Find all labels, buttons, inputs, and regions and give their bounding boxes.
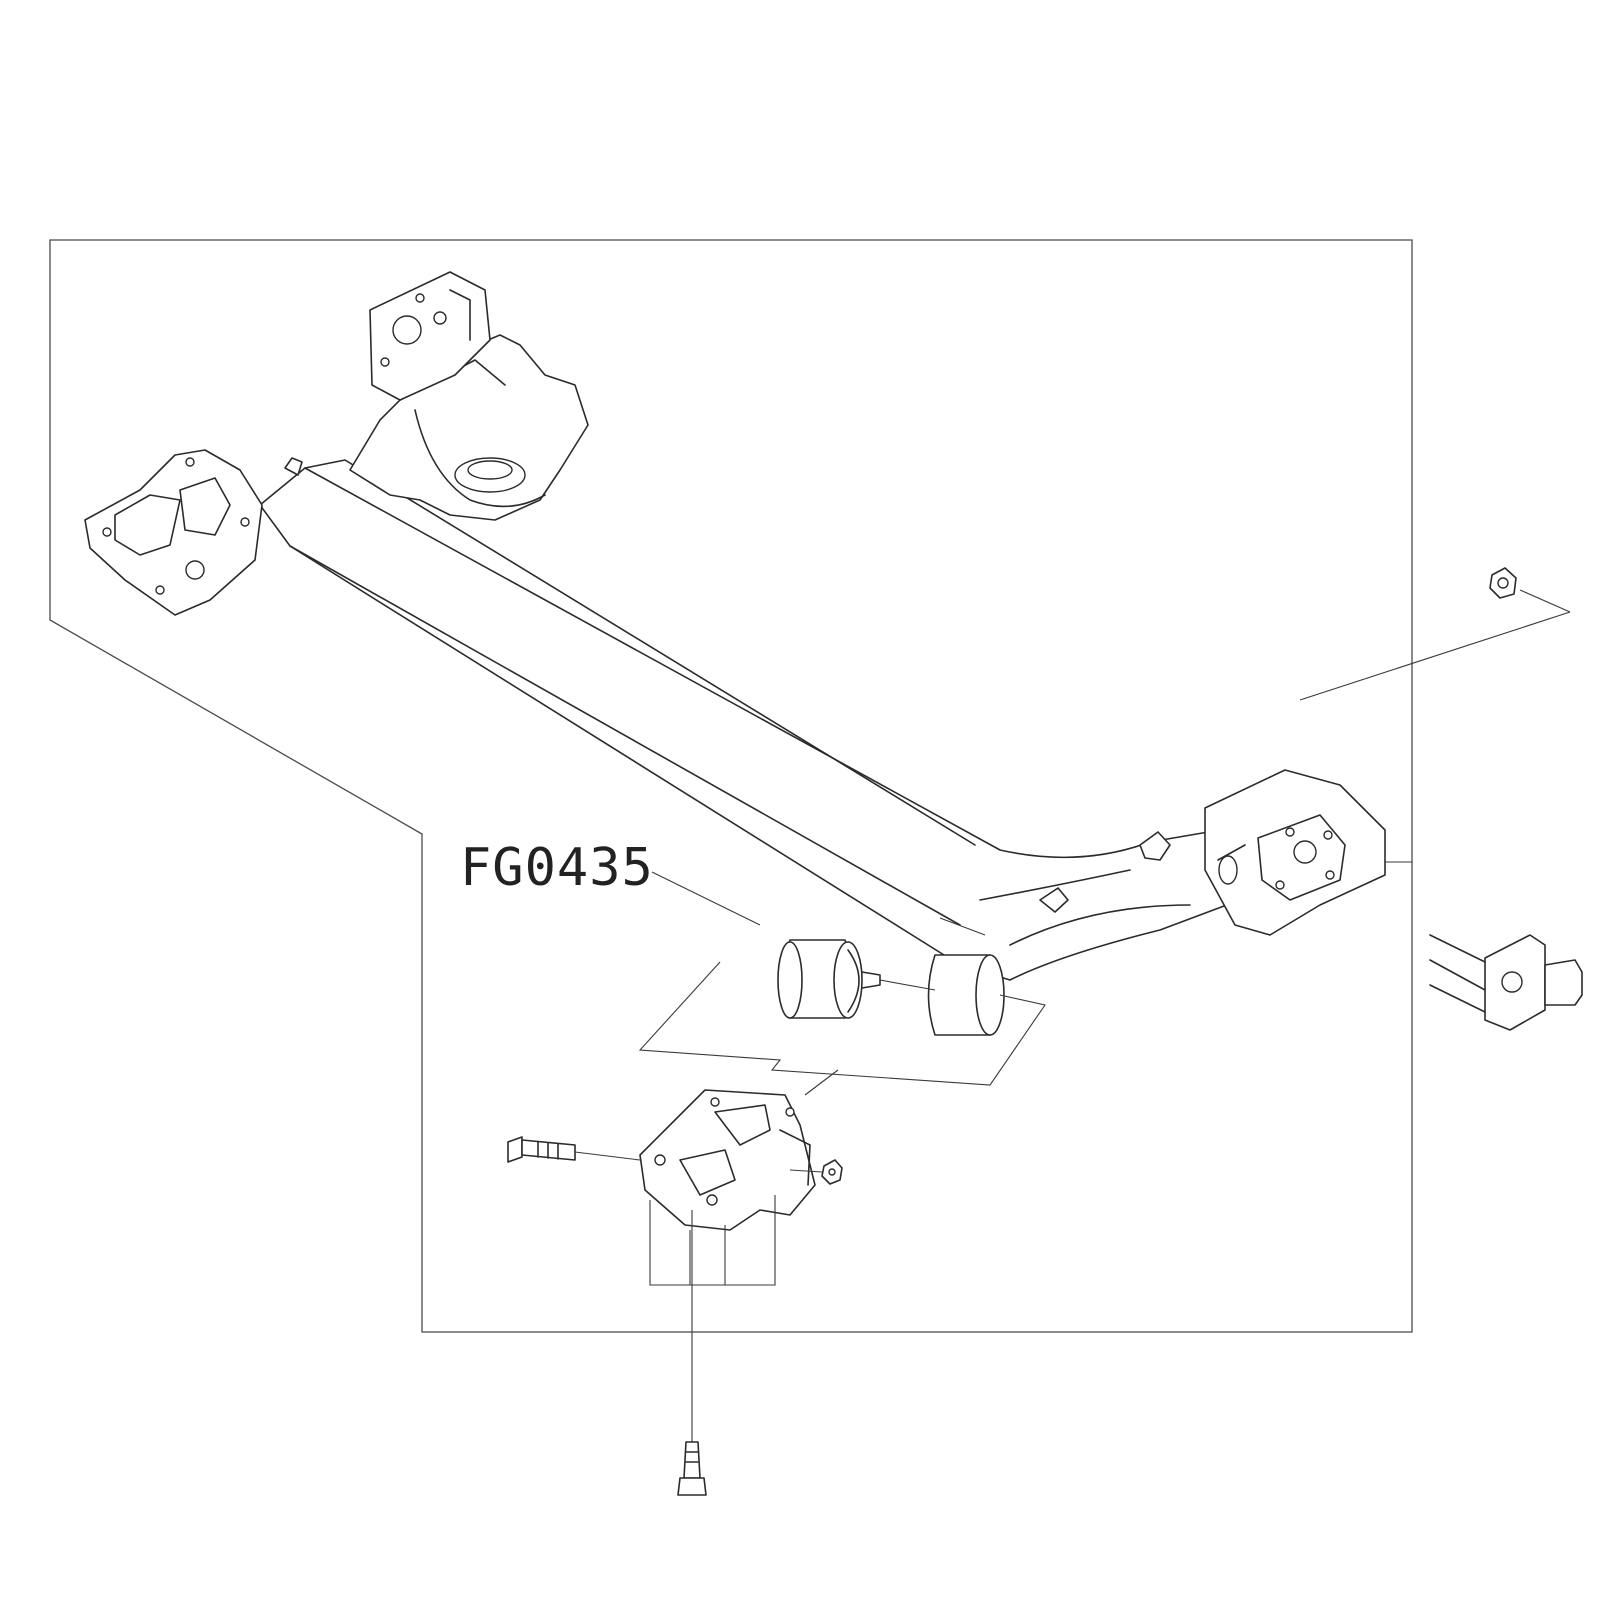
bracket-projection-lines	[649, 1195, 776, 1286]
right-trailing-arm[interactable]	[1204, 769, 1386, 936]
part-number-callout: FG0435	[460, 838, 654, 898]
left-upper-mount-plate[interactable]	[369, 271, 491, 401]
assembly-frame	[49, 239, 1413, 1333]
axle-beam[interactable]	[259, 459, 1241, 981]
bushing-right[interactable]	[927, 954, 1005, 1036]
left-mounting-bracket[interactable]	[84, 449, 263, 616]
bracket-leader-line	[804, 1069, 839, 1096]
bushing-group-outline	[638, 961, 1046, 1086]
bushing-axis-line	[879, 979, 936, 991]
spindle-nut[interactable]	[1489, 567, 1517, 599]
callout-leader-line	[651, 871, 986, 936]
stub-axle-spindle[interactable]	[1429, 934, 1583, 1031]
lower-mounting-bracket[interactable]	[639, 1089, 816, 1231]
nut-leader-line	[1519, 589, 1571, 613]
left-brake-line-clip[interactable]	[284, 457, 303, 476]
nut-axis-line	[789, 1169, 823, 1173]
bracket-nut[interactable]	[821, 1159, 843, 1185]
bushing-left[interactable]	[777, 939, 881, 1019]
vertical-mounting-bolt[interactable]	[677, 1441, 707, 1496]
bolt-axis-line	[574, 1151, 641, 1161]
horizontal-mounting-bolt[interactable]	[507, 1136, 576, 1163]
right-brake-line-clip[interactable]	[1039, 831, 1171, 913]
